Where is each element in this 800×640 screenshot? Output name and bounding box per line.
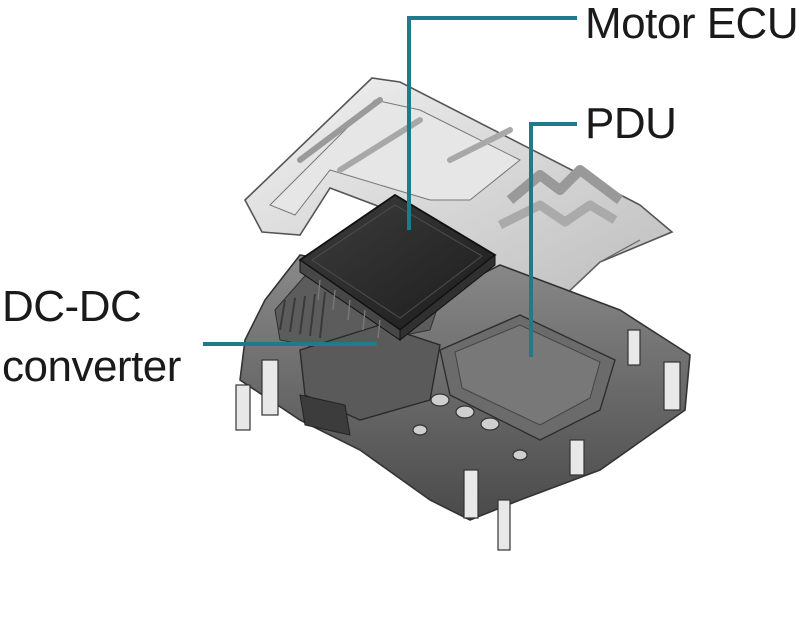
label-pdu: PDU — [585, 99, 677, 148]
leader-lines — [203, 16, 577, 357]
label-motor-ecu: Motor ECU — [585, 0, 799, 48]
label-dcdc-line1: DC-DC — [2, 282, 142, 331]
leader-line-motor-ecu — [407, 16, 577, 230]
label-dcdc-line2: converter — [2, 342, 181, 391]
top-cover-plate — [244, 77, 674, 301]
leader-line-pdu — [529, 122, 577, 357]
motor-ecu-box — [298, 193, 497, 342]
main-housing — [235, 254, 691, 551]
